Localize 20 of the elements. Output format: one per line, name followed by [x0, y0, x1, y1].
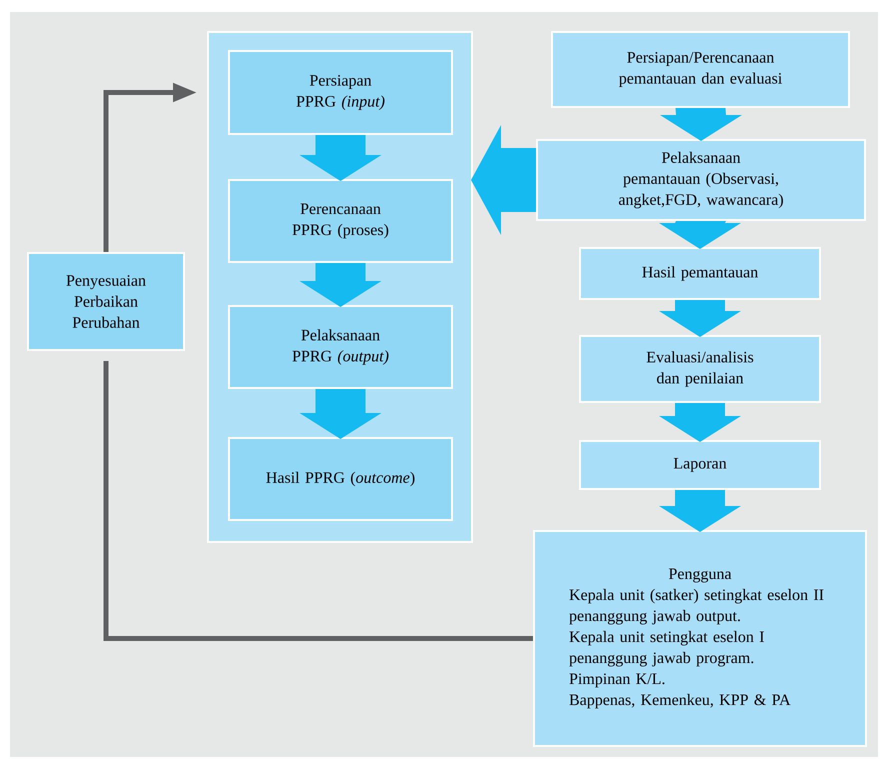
process-box: Hasil pemantauan — [579, 247, 821, 300]
process-box: Pelaksanaan PPRG (output) — [228, 305, 453, 389]
block-arrow — [660, 108, 742, 141]
block-arrow — [659, 490, 741, 532]
process-box: Persiapan PPRG (input) — [228, 50, 453, 135]
block-arrow — [659, 403, 741, 442]
block-arrow — [300, 389, 382, 439]
process-box: Penyesuaian Perbaikan Perubahan — [27, 252, 185, 351]
block-arrow — [471, 125, 536, 235]
process-box: Pelaksanaan pemantauan (Observasi, angket,FGD, wawancara) — [536, 139, 866, 221]
block-arrow — [659, 300, 741, 337]
process-box: Perencanaan PPRG (proses) — [228, 179, 453, 263]
block-arrow — [659, 221, 741, 249]
process-box: Hasil PPRG (outcome) — [228, 437, 453, 521]
process-box: Laporan — [579, 440, 821, 490]
process-box: Persiapan/Perencanaan pemantauan dan evaluasi — [551, 31, 850, 108]
process-box: Pengguna Kepala unit (satker) setingkat eselon II penanggung jawab output. Kepala unit setingkat eselon I penanggung jawab program. Pimpinan K/L. Bappenas, Kemenkeu, KPP & PA — [533, 530, 867, 747]
block-arrow — [300, 263, 382, 307]
block-arrow — [300, 135, 382, 181]
process-box: Evaluasi/analisis dan penilaian — [579, 335, 821, 403]
